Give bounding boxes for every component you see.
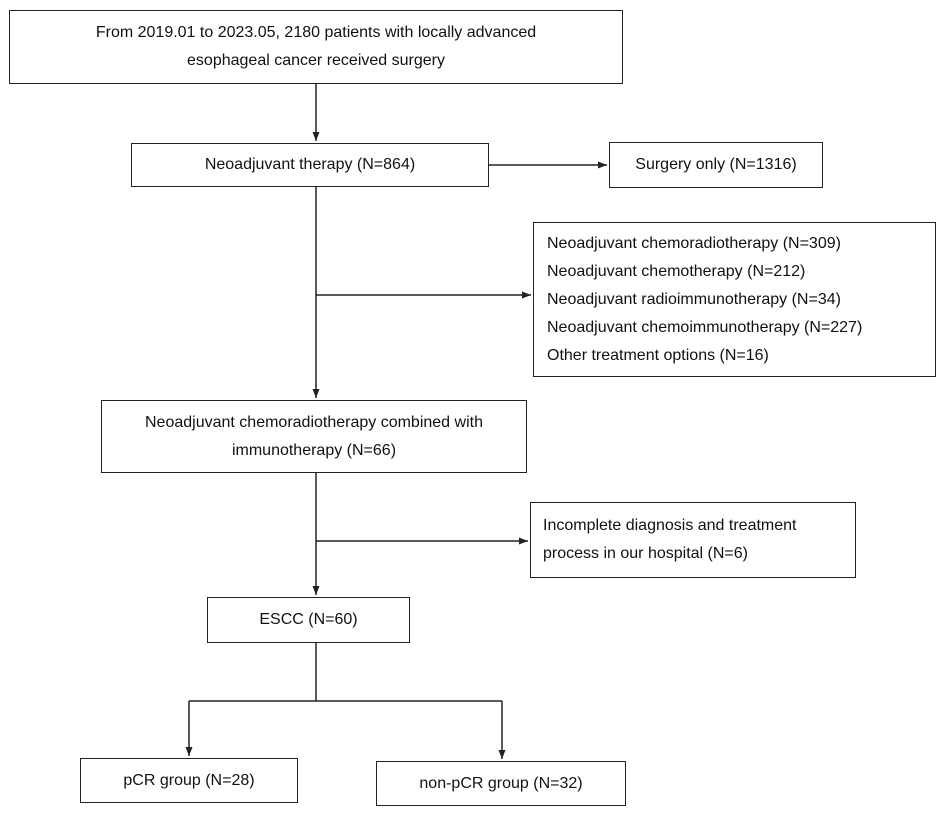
excluded-regimen-item: Neoadjuvant radioimmunotherapy (N=34) bbox=[547, 290, 841, 308]
box-start-line-2: esophageal cancer received surgery bbox=[187, 52, 445, 69]
box-pcr-group: pCR group (N=28) bbox=[80, 758, 298, 803]
box-chemoradiotherapy-immunotherapy: Neoadjuvant chemoradiotherapy combined w… bbox=[101, 400, 527, 473]
box-start-cohort: From 2019.01 to 2023.05, 2180 patients w… bbox=[9, 10, 623, 84]
box-non-pcr-line-1: non-pCR group (N=32) bbox=[419, 774, 583, 792]
box-surgery-only-line-1: Surgery only (N=1316) bbox=[635, 156, 797, 173]
excluded-regimen-item: Other treatment options (N=16) bbox=[547, 346, 769, 364]
excluded-regimen-item: Neoadjuvant chemoimmunotherapy (N=227) bbox=[547, 318, 863, 336]
box-incomplete-line-2: process in our hospital (N=6) bbox=[543, 545, 748, 562]
box-excluded-regimens: Neoadjuvant chemoradiotherapy (N=309) Ne… bbox=[533, 222, 936, 377]
box-surgery-only: Surgery only (N=1316) bbox=[609, 142, 823, 188]
box-combined-line-2: immunotherapy (N=66) bbox=[231, 441, 397, 459]
box-non-pcr-group: non-pCR group (N=32) bbox=[376, 761, 626, 806]
excluded-regimen-item: Neoadjuvant chemoradiotherapy (N=309) bbox=[547, 234, 841, 252]
box-incomplete-process: Incomplete diagnosis and treatment proce… bbox=[530, 502, 856, 578]
box-incomplete-line-1: Incomplete diagnosis and treatment bbox=[543, 517, 797, 534]
box-neoadjuvant-therapy: Neoadjuvant therapy (N=864) bbox=[131, 143, 489, 187]
box-pcr-line-1: pCR group (N=28) bbox=[123, 771, 255, 789]
box-escc-line-1: ESCC (N=60) bbox=[259, 611, 358, 628]
excluded-regimen-item: Neoadjuvant chemotherapy (N=212) bbox=[547, 262, 806, 280]
box-escc: ESCC (N=60) bbox=[207, 597, 410, 643]
box-combined-line-1: Neoadjuvant chemoradiotherapy combined w… bbox=[145, 413, 483, 431]
box-start-line-1: From 2019.01 to 2023.05, 2180 patients w… bbox=[95, 24, 537, 41]
box-neoadjuvant-line-1: Neoadjuvant therapy (N=864) bbox=[204, 156, 416, 173]
